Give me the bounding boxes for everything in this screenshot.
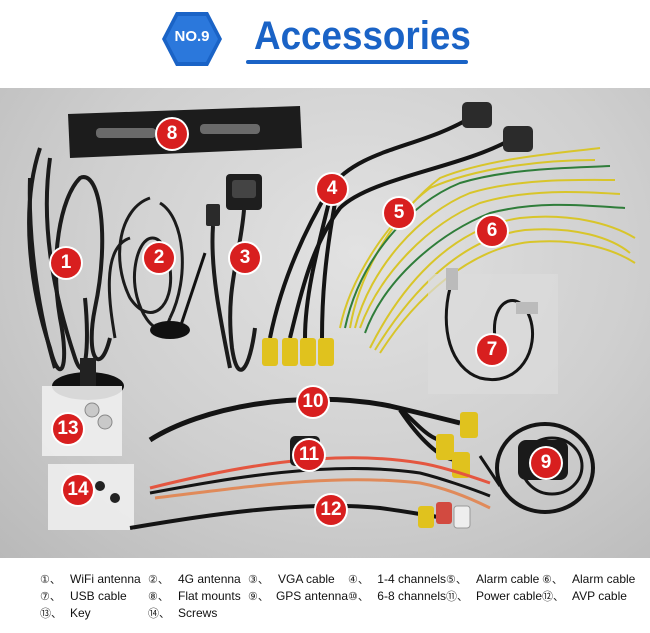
marker-13: 13 bbox=[53, 414, 83, 444]
marker-4: 4 bbox=[317, 174, 347, 204]
legend-item-7: ⑦、 USB cable bbox=[40, 587, 148, 604]
marker-12: 12 bbox=[316, 495, 346, 525]
legend-item-6: ⑥、 Alarm cable bbox=[542, 570, 638, 587]
legend-num: ⑩、 bbox=[348, 590, 369, 603]
legend-text: Screws bbox=[178, 605, 218, 620]
usb-cable bbox=[428, 268, 558, 394]
legend-item-11: ⑪、 Power cable bbox=[446, 587, 542, 604]
4g-antenna bbox=[107, 196, 184, 339]
alarm-cable-yellow bbox=[369, 215, 636, 354]
legend-num: ⑭、 bbox=[148, 607, 170, 620]
legend-num: ③、 bbox=[248, 573, 269, 586]
legend-num: ⑧、 bbox=[148, 590, 169, 603]
legend-text: Key bbox=[70, 605, 91, 620]
legend-text: USB cable bbox=[70, 588, 127, 603]
legend-text: 4G antenna bbox=[178, 571, 241, 586]
marker-7: 7 bbox=[477, 335, 507, 365]
legend-row-1: ①、 WiFi antenna ②、 4G antenna ③、 VGA cab… bbox=[40, 570, 640, 587]
marker-14: 14 bbox=[63, 475, 93, 505]
rca-connectors-yellow bbox=[262, 338, 334, 366]
hexagon-icon bbox=[162, 12, 222, 66]
legend-num: ⑦、 bbox=[40, 590, 61, 603]
legend-text: 6-8 channels bbox=[377, 588, 446, 603]
title-underline bbox=[246, 60, 468, 64]
legend-num: ⑫、 bbox=[542, 590, 564, 603]
legend-text: Power cable bbox=[475, 588, 542, 603]
marker-6: 6 bbox=[477, 216, 507, 246]
legend-item-10: ⑩、 6-8 channels bbox=[348, 587, 446, 604]
legend-item-2: ②、 4G antenna bbox=[148, 570, 248, 587]
page-header: NO.9 Accessories bbox=[0, 0, 650, 80]
marker-5: 5 bbox=[384, 198, 414, 228]
legend-row-2: ⑦、 USB cable ⑧、 Flat mounts ⑨、 GPS anten… bbox=[40, 587, 640, 604]
legend-text: VGA cable bbox=[278, 571, 335, 586]
marker-1: 1 bbox=[51, 248, 81, 278]
legend-item-12: ⑫、 AVP cable bbox=[542, 587, 638, 604]
page-title: Accessories bbox=[254, 14, 471, 58]
legend-text: AVP cable bbox=[572, 588, 627, 603]
legend-num: ⑥、 bbox=[542, 573, 563, 586]
vga-cable bbox=[206, 174, 262, 372]
marker-8: 8 bbox=[157, 119, 187, 149]
legend-item-13: ⑬、 Key bbox=[40, 604, 148, 621]
hexagon-badge: NO.9 bbox=[160, 10, 224, 68]
legend-item-4: ④、 1-4 channels bbox=[348, 570, 446, 587]
legend-num: ⑬、 bbox=[40, 607, 62, 620]
wifi-antenna bbox=[27, 147, 112, 372]
legend-num: ⑤、 bbox=[446, 573, 467, 586]
legend-num: ⑨、 bbox=[248, 590, 269, 603]
legend-item-5: ⑤、 Alarm cable bbox=[446, 570, 542, 587]
legend-item-3: ③、 VGA cable bbox=[248, 570, 348, 587]
avp-cable bbox=[129, 502, 471, 530]
legend-text: Flat mounts bbox=[178, 588, 241, 603]
legend-item-9: ⑨、 GPS antenna bbox=[248, 587, 348, 604]
alarm-cable-bundle bbox=[339, 147, 626, 334]
marker-10: 10 bbox=[298, 387, 328, 417]
legend-num: ②、 bbox=[148, 573, 169, 586]
marker-3: 3 bbox=[230, 243, 260, 273]
marker-2: 2 bbox=[144, 243, 174, 273]
legend-item-14: ⑭、 Screws bbox=[148, 604, 248, 621]
accessories-legend: ①、 WiFi antenna ②、 4G antenna ③、 VGA cab… bbox=[40, 570, 640, 621]
legend-num: ①、 bbox=[40, 573, 61, 586]
legend-num: ④、 bbox=[348, 573, 369, 586]
legend-text: 1-4 channels bbox=[377, 571, 446, 586]
legend-item-1: ①、 WiFi antenna bbox=[40, 570, 148, 587]
legend-text: WiFi antenna bbox=[70, 571, 141, 586]
badge-label: NO.9 bbox=[174, 28, 210, 45]
accessories-photo: 1 2 3 4 5 6 7 8 9 10 11 12 13 14 bbox=[0, 88, 650, 558]
legend-item-8: ⑧、 Flat mounts bbox=[148, 587, 248, 604]
accessories-illustration bbox=[27, 102, 636, 530]
legend-row-3: ⑬、 Key ⑭、 Screws bbox=[40, 604, 640, 621]
marker-11: 11 bbox=[294, 440, 324, 470]
legend-text: Alarm cable bbox=[572, 571, 636, 586]
legend-num: ⑪、 bbox=[446, 590, 468, 603]
marker-9: 9 bbox=[531, 448, 561, 478]
legend-text: Alarm cable bbox=[476, 571, 540, 586]
legend-text: GPS antenna bbox=[275, 588, 348, 603]
